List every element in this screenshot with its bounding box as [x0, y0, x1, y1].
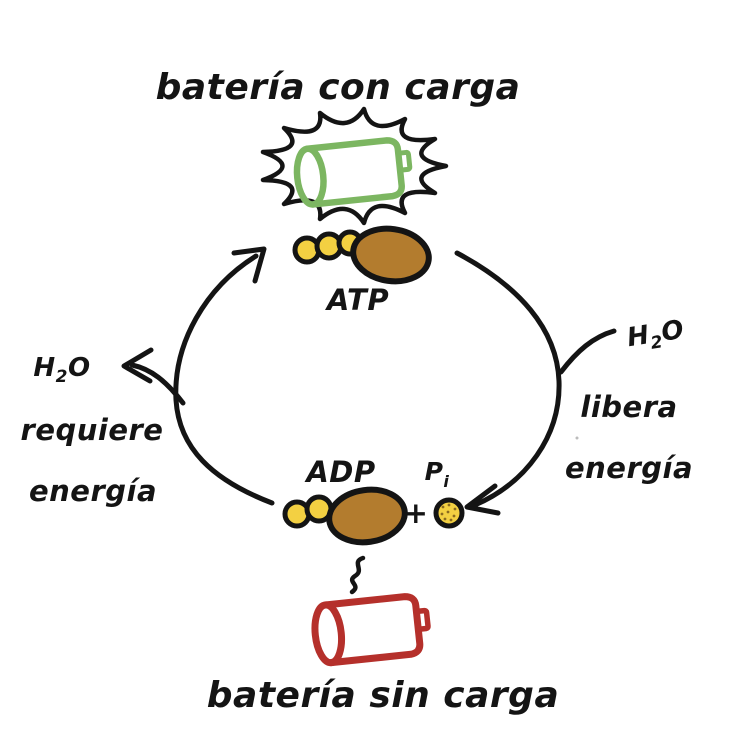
right-process-line2: energía: [565, 451, 693, 485]
water-right-sub: 2: [649, 332, 664, 354]
pi-base: P: [425, 457, 444, 486]
charged-battery-burst: [260, 106, 449, 226]
cycle-arc-left-arrowhead-icon: [231, 246, 267, 284]
cycle-arc-right-arrowhead-icon: [464, 483, 501, 516]
left-process-line1: requiere: [21, 413, 164, 447]
charged-battery-icon: [293, 137, 413, 208]
phosphate-stipple-dots: [440, 503, 457, 522]
adp-molecule-icon: [282, 486, 408, 546]
cycle-arc-right: [454, 250, 562, 508]
water-in-line: [558, 328, 617, 375]
inorganic-phosphate-icon: [433, 497, 465, 529]
cycle-arc-left: [173, 253, 275, 506]
pi-label: Pi: [425, 457, 450, 491]
water-left-h: H: [33, 353, 55, 383]
pi-sub: i: [443, 472, 449, 491]
water-left-label: H2O: [33, 353, 90, 387]
atp-molecule-icon: [292, 225, 432, 285]
water-left-sub: 2: [56, 367, 68, 387]
water-out-arrowhead-icon: [121, 347, 154, 384]
squiggle-mark-icon: [349, 555, 366, 595]
atp-label: ATP: [325, 283, 389, 317]
empty-battery-caption: batería sin carga: [207, 675, 560, 716]
starburst-icon: [260, 106, 449, 226]
water-right-label: H2O: [625, 315, 687, 358]
adenosine-ball: [350, 225, 432, 285]
right-process-line1: libera: [580, 390, 677, 424]
adenosine-ball: [326, 486, 408, 546]
battery-terminal-nub: [395, 149, 413, 173]
water-right-h: H: [625, 320, 652, 353]
water-out-arrow: [129, 362, 186, 406]
charged-battery-caption: batería con carga: [156, 67, 521, 108]
battery-terminal-nub: [413, 607, 431, 632]
left-process-line2: energía: [29, 474, 157, 508]
water-right-o: O: [659, 315, 686, 348]
water-left-o: O: [68, 353, 91, 383]
empty-battery-icon: [311, 593, 431, 667]
stray-dot: [575, 436, 579, 440]
plus-sign: +: [404, 496, 429, 530]
adp-label: ADP: [304, 455, 375, 489]
